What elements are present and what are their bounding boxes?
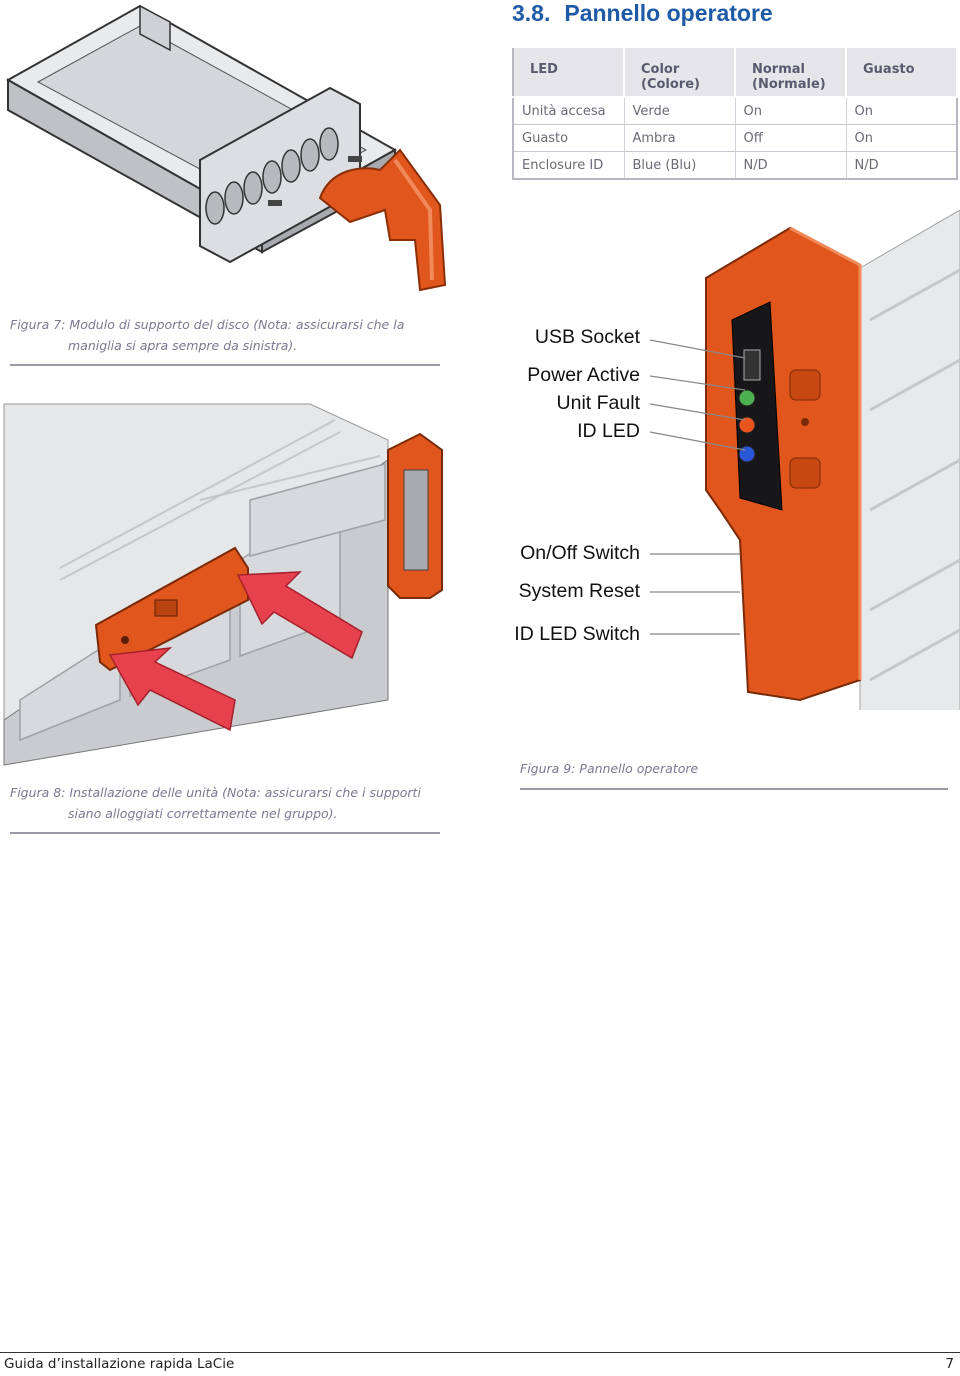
table-header-color: Color(Colore) <box>623 46 736 98</box>
footer-rule <box>0 1352 960 1353</box>
figure-9-rule <box>520 788 948 790</box>
label-id-led: ID LED <box>577 420 640 442</box>
callout-leader-lines <box>649 339 746 635</box>
table-cell: Off <box>735 124 847 152</box>
label-usb-socket: USB Socket <box>534 326 640 348</box>
label-on-off-switch: On/Off Switch <box>520 542 640 564</box>
operator-panel-illustration <box>705 210 960 710</box>
led-table: LED Color(Colore) Normal(Normale) Guasto… <box>512 46 958 180</box>
table-cell: Enclosure ID <box>513 151 625 180</box>
table-cell: Verde <box>624 97 736 125</box>
table-cell: Ambra <box>624 124 736 152</box>
footer-guide-title: Guida d’installazione rapida LaCie <box>4 1356 235 1372</box>
figure-7-caption: Figura 7: Modulo di supporto del disco (… <box>10 317 405 353</box>
figure-9-caption: Figura 9: Pannello operatore <box>520 761 699 776</box>
table-header-led: LED <box>513 46 625 98</box>
enclosure-installation-illustration <box>3 403 443 766</box>
label-id-led-switch: ID LED Switch <box>514 623 640 645</box>
figure-7-rule <box>10 364 440 366</box>
table-row: Guasto Ambra Off On <box>513 124 957 152</box>
table-cell: On <box>846 97 957 125</box>
table-row: Enclosure ID Blue (Blu) N/D N/D <box>513 151 957 180</box>
table-cell: On <box>846 124 957 152</box>
table-cell: Blue (Blu) <box>624 151 736 180</box>
table-cell: On <box>735 97 847 125</box>
label-unit-fault: Unit Fault <box>556 392 640 414</box>
table-header-normal: Normal(Normale) <box>734 46 847 98</box>
label-system-reset: System Reset <box>518 580 640 602</box>
table-header-row: LED Color(Colore) Normal(Normale) Guasto <box>513 46 958 98</box>
section-title: 3.8. Pannello operatore <box>512 0 773 27</box>
figure-8-caption: Figura 8: Installazione delle unità (Not… <box>10 785 421 821</box>
table-row: Unità accesa Verde On On <box>513 97 957 125</box>
table-cell: Unità accesa <box>513 97 625 125</box>
section-title-text: Pannello operatore <box>564 0 773 26</box>
drive-carrier-illustration <box>5 4 447 292</box>
label-power-active: Power Active <box>527 364 640 386</box>
figure-8-rule <box>10 832 440 834</box>
section-number: 3.8. <box>512 0 551 26</box>
table-cell: N/D <box>735 151 847 180</box>
footer-page-number: 7 <box>945 1356 954 1372</box>
table-header-fault: Guasto <box>845 46 958 98</box>
table-cell: Guasto <box>513 124 625 152</box>
table-cell: N/D <box>846 151 957 180</box>
